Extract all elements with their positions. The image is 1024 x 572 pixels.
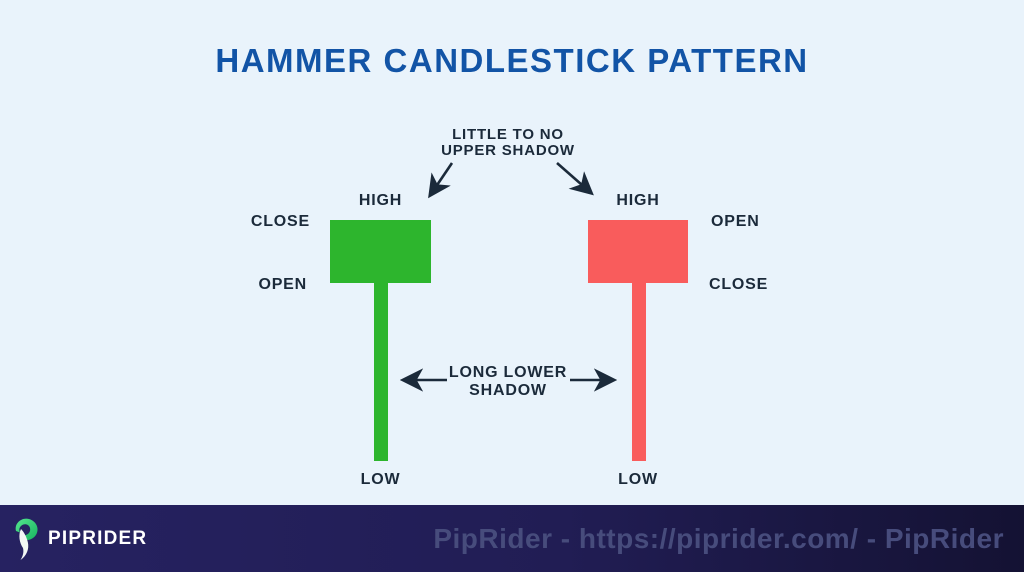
footer-bar: PIPRIDER PipRider - https://piprider.com… [0,505,1024,572]
bearish-low-label: LOW [618,471,658,488]
brand-name: PIPRIDER [48,527,148,549]
watermark-text: PipRider - https://piprider.com/ - PipRi… [433,522,1004,554]
bearish-candle-body [588,220,688,283]
arrow-to-left-candle-top-icon [428,162,454,199]
bearish-candle-wick [632,283,646,461]
arrow-to-right-candle-top-icon [556,162,594,196]
bullish-candle-body [330,220,431,283]
bullish-open-label: OPEN [258,276,307,293]
bullish-low-label: LOW [360,471,401,488]
bullish-close-label: CLOSE [250,213,310,230]
brand-lockup: PIPRIDER [12,505,147,572]
upper-shadow-annotation: LITTLE TO NO UPPER SHADOW [406,127,610,159]
lower-shadow-line2: SHADOW [469,382,547,399]
upper-shadow-line1: LITTLE TO NO [452,126,564,143]
bullish-candle-wick [374,283,388,461]
bearish-high-label: HIGH [616,192,660,209]
piprider-logo-icon [15,518,38,560]
bearish-close-label: CLOSE [709,276,769,293]
bearish-open-label: OPEN [711,213,760,230]
page-title: HAMMER CANDLESTICK PATTERN [215,42,809,79]
lower-shadow-annotation: LONG LOWER SHADOW [408,364,608,400]
upper-shadow-line2: UPPER SHADOW [441,142,575,159]
bullish-high-label: HIGH [358,192,403,209]
lower-shadow-line1: LONG LOWER [448,364,568,381]
